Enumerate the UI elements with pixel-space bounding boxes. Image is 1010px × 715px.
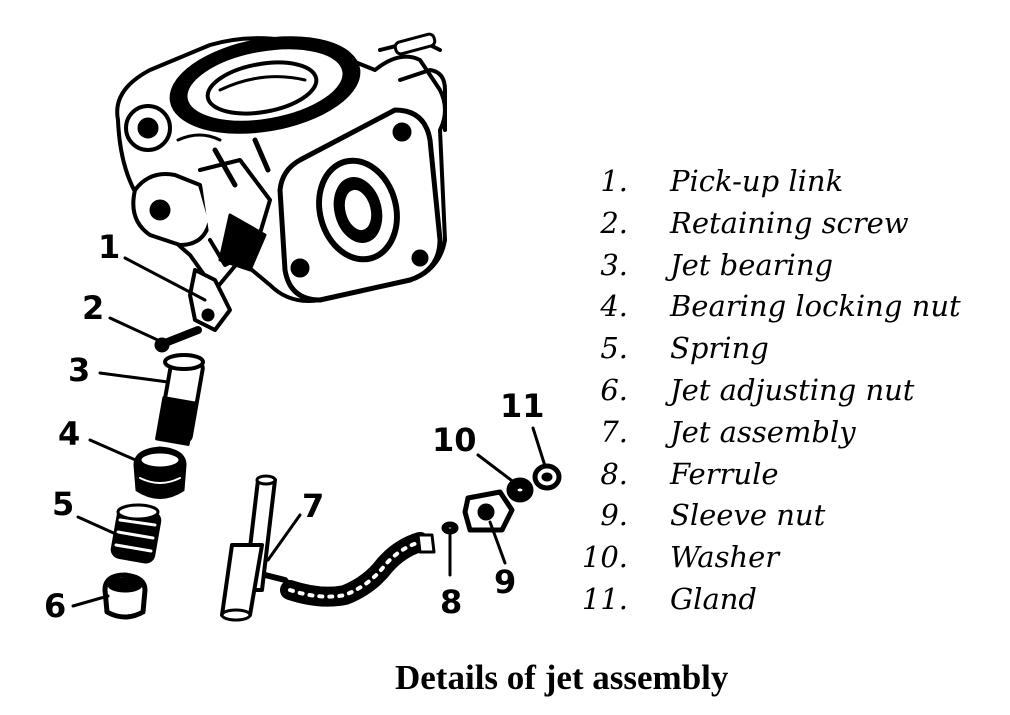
legend-item: 5. Spring <box>560 327 1000 369</box>
legend-label: Gland <box>670 581 757 616</box>
legend-number: 10. <box>581 540 628 575</box>
jet-bearing <box>155 353 205 446</box>
callout-4: 4 <box>58 415 81 453</box>
figure-caption: Details of jet assembly <box>395 658 729 697</box>
legend-number: 2. <box>600 205 628 240</box>
callout-2: 2 <box>82 289 105 327</box>
legend-label: Ferrule <box>670 456 779 491</box>
jet-assembly <box>220 474 436 622</box>
callout-10: 10 <box>432 421 477 459</box>
jet-adjusting-nut <box>102 572 148 620</box>
legend-number: 8. <box>600 456 628 491</box>
legend-item: 9. Sleeve nut <box>560 494 1000 536</box>
legend-item: 1. Pick-up link <box>560 160 1000 202</box>
callout-5: 5 <box>52 485 75 523</box>
legend-number: 1. <box>600 164 628 198</box>
bearing-locking-nut <box>133 446 187 499</box>
legend-label: Jet adjusting nut <box>670 372 915 407</box>
legend-number: 9. <box>600 498 628 533</box>
carburettor-body <box>115 32 447 303</box>
legend-number: 5. <box>600 331 628 366</box>
legend-label: Jet bearing <box>670 247 834 282</box>
legend-label: Spring <box>670 331 769 366</box>
callout-6: 6 <box>44 587 67 625</box>
callout-1: 1 <box>98 228 121 266</box>
legend-item: 10. Washer <box>560 536 1000 578</box>
callout-3: 3 <box>68 351 91 389</box>
legend-number: 6. <box>600 372 628 407</box>
legend-label: Jet assembly <box>670 414 856 449</box>
legend-number: 3. <box>600 247 628 282</box>
callout-9: 9 <box>494 563 517 601</box>
legend-item: 8. Ferrule <box>560 453 1000 495</box>
legend-number: 7. <box>600 414 628 449</box>
legend-label: Sleeve nut <box>670 498 826 533</box>
legend-item: 2. Retaining screw <box>560 202 1000 244</box>
legend-item: 6. Jet adjusting nut <box>560 369 1000 411</box>
legend-label: Pick-up link <box>670 164 844 198</box>
legend-item: 11. Gland <box>560 578 1000 620</box>
legend-item: 3. Jet bearing <box>560 244 1000 286</box>
washer <box>506 477 534 503</box>
legend-label: Washer <box>670 540 780 575</box>
legend-number: 11. <box>581 581 628 616</box>
pick-up-link <box>188 268 232 332</box>
callout-11: 11 <box>500 387 545 425</box>
legend-label: Retaining screw <box>670 205 909 240</box>
legend-label: Bearing locking nut <box>670 289 961 324</box>
callout-7: 7 <box>302 487 325 525</box>
gland <box>532 463 562 491</box>
legend-item: 4. Bearing locking nut <box>560 285 1000 327</box>
legend-item: 7. Jet assembly <box>560 411 1000 453</box>
sleeve-nut <box>462 489 515 533</box>
spring <box>110 503 162 564</box>
ferrule <box>441 521 459 535</box>
legend-number: 4. <box>600 289 628 324</box>
parts-legend: 1. Pick-up link 2. Retaining screw 3. Je… <box>560 160 1000 620</box>
callout-8: 8 <box>440 583 463 621</box>
